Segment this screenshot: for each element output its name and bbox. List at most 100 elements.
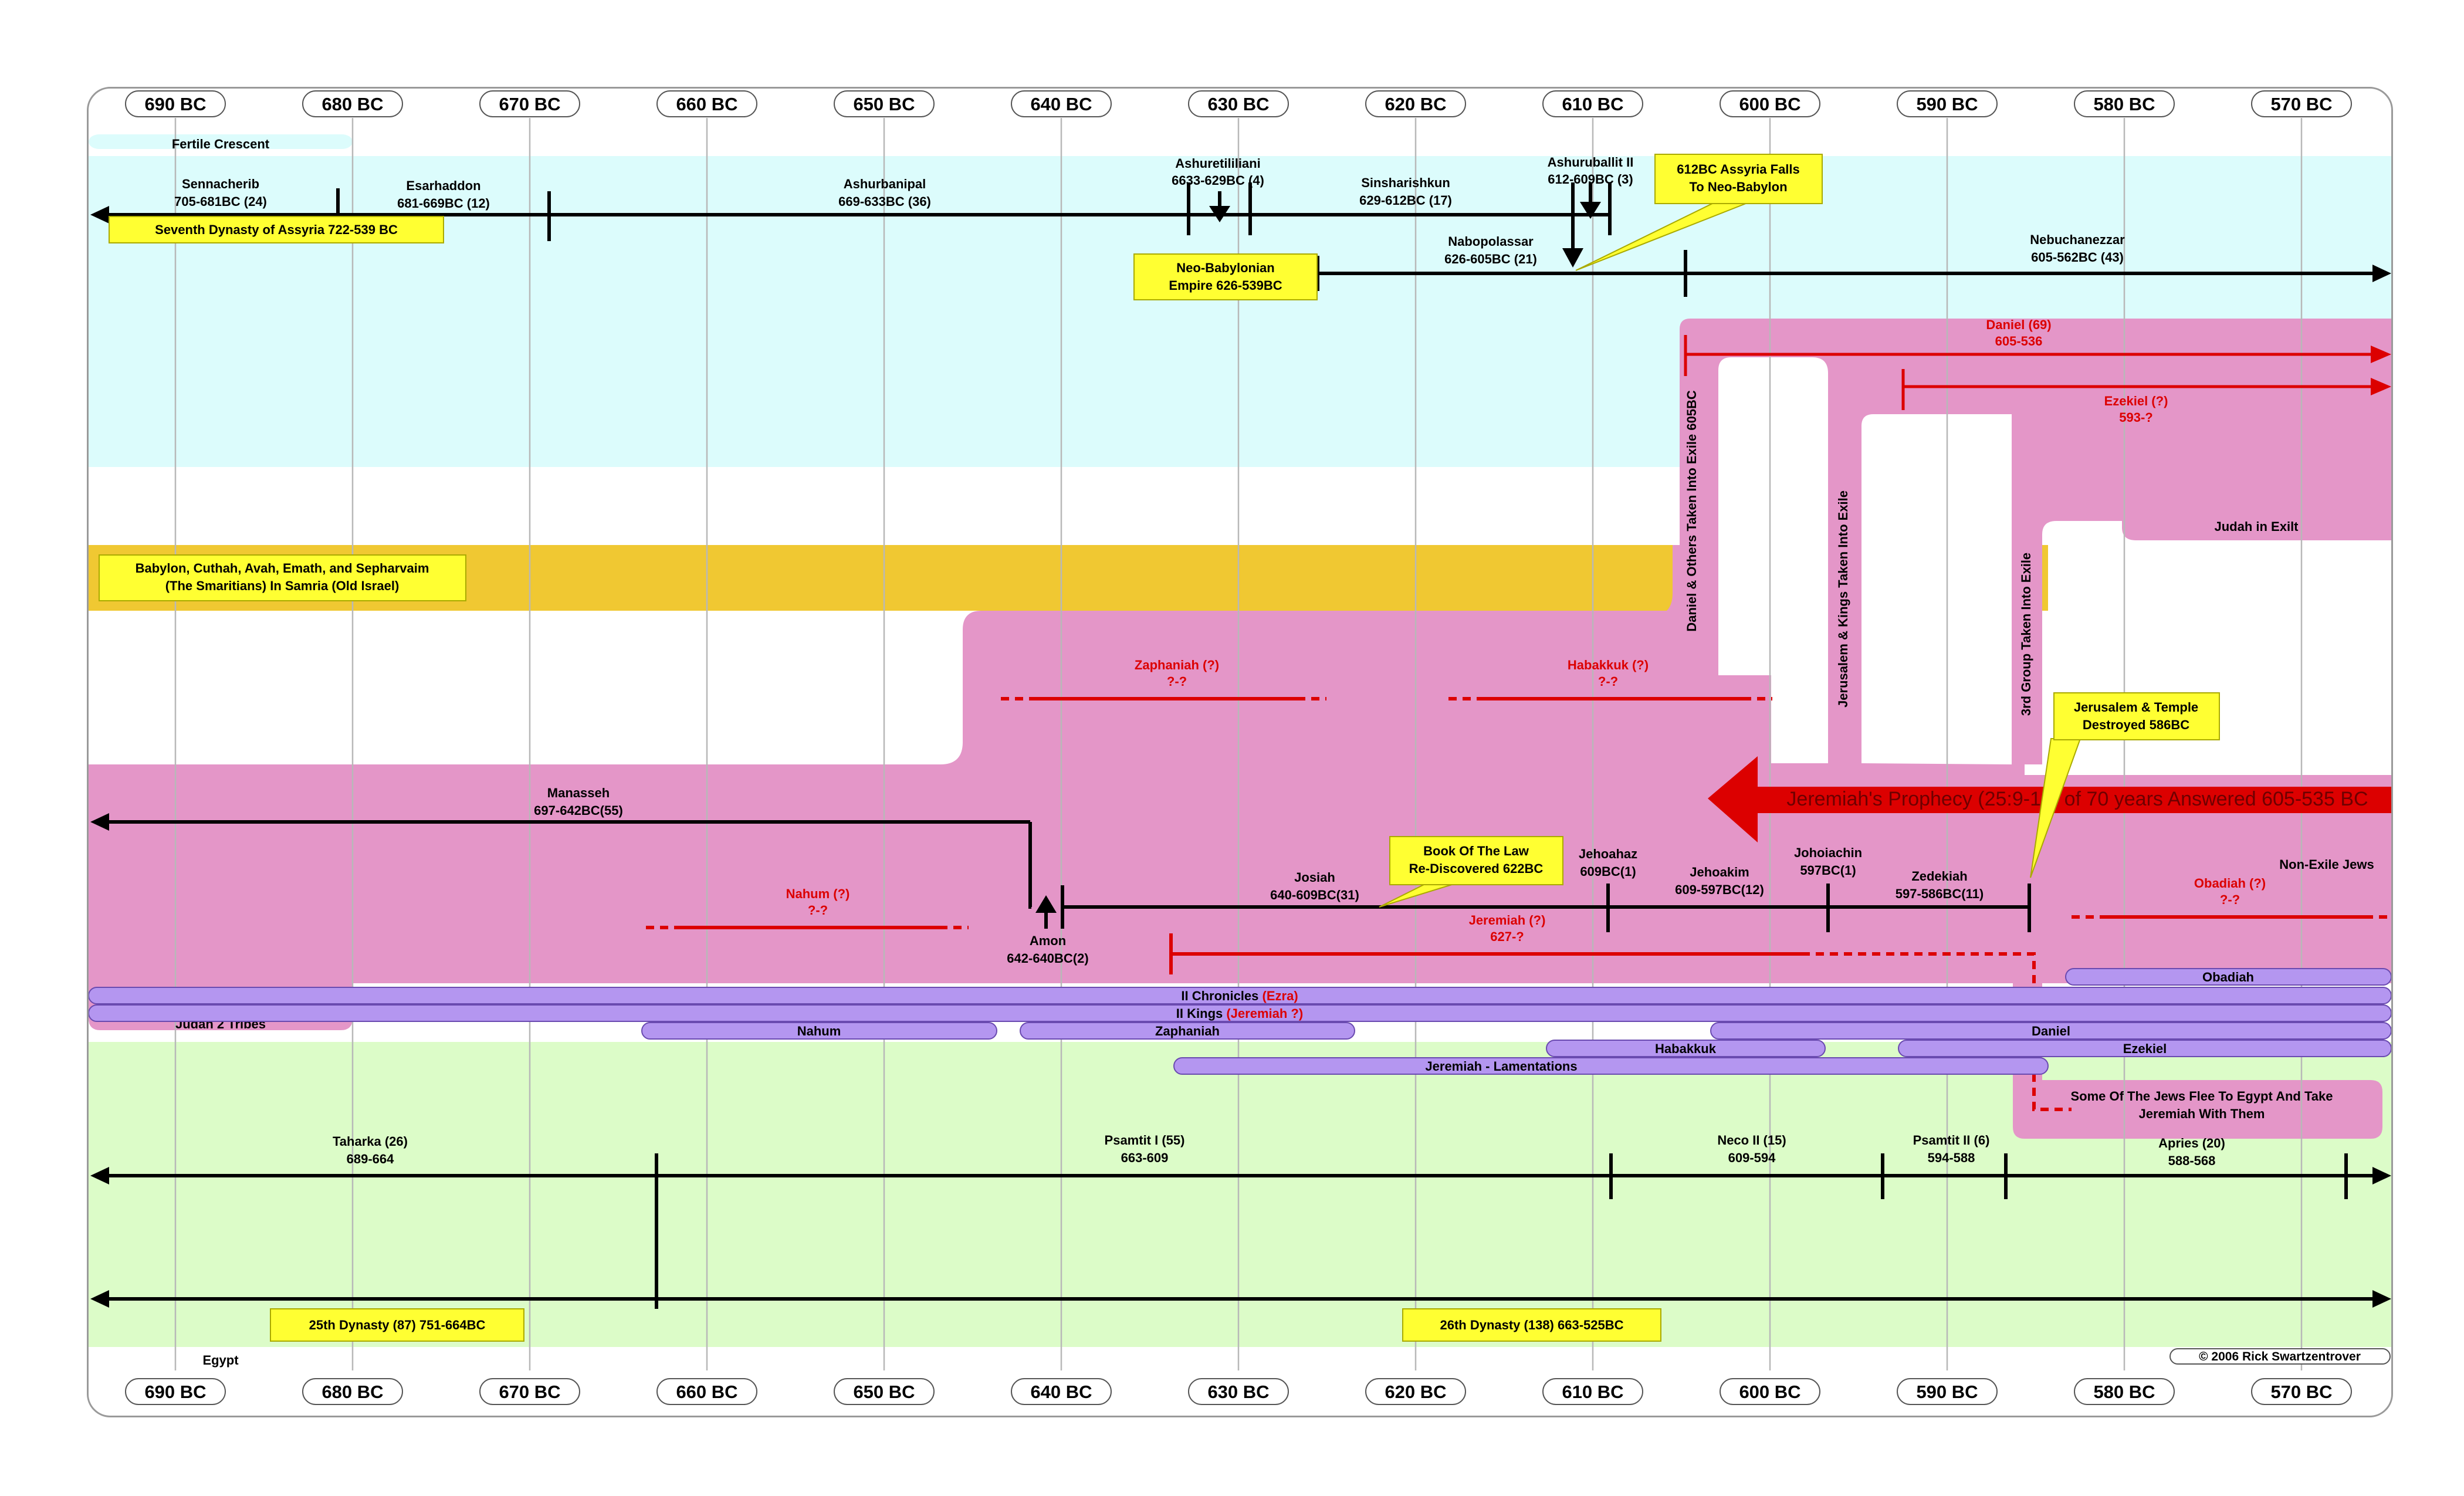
dynasty25-label: 25th Dynasty (87) 751-664BC xyxy=(309,1318,486,1332)
king-nabopolassar-dates: 626-605BC (21) xyxy=(1444,252,1537,266)
king-zedekiah-name: Zedekiah xyxy=(1911,869,1967,884)
year-pill-shape xyxy=(1542,1378,1643,1405)
king-jehoakim-dates: 609-597BC(12) xyxy=(1675,882,1764,897)
prophet-obadiah-dates: ?-? xyxy=(2220,892,2240,907)
year-label: 570 BC xyxy=(2270,1382,2332,1402)
pharaoh-taharka-name: Taharka (26) xyxy=(333,1134,408,1149)
copyright-label: © 2006 Rick Swartzentrover xyxy=(2199,1350,2361,1363)
babylon-arrowhead xyxy=(2372,265,2391,282)
year-label: 660 BC xyxy=(676,1382,737,1402)
pharaoh-psamtit2-name: Psamtit II (6) xyxy=(1913,1133,1990,1148)
book-kings-author: (Jeremiah ?) xyxy=(1226,1006,1303,1021)
pharaoh-neco2-name: Neco II (15) xyxy=(1717,1133,1786,1148)
jerusalem-callout-line2: Destroyed 586BC xyxy=(2083,717,2189,732)
year-pill-bottom: 690 BC xyxy=(125,1378,226,1405)
judah-kings-line xyxy=(103,820,2031,932)
prophet-obadiah-name: Obadiah (?) xyxy=(2194,876,2266,891)
year-pill-shape xyxy=(1720,1378,1820,1405)
region-label-non-exile: Non-Exile Jews xyxy=(2279,857,2374,872)
year-pill-shape xyxy=(1011,90,1112,117)
flee-note-line1: Some Of The Jews Flee To Egypt And Take xyxy=(2070,1089,2333,1104)
daniel-exile-line xyxy=(1684,335,2374,376)
book-habakkuk: Habakkuk xyxy=(1655,1041,1717,1056)
year-pill-shape xyxy=(1542,90,1643,117)
region-label-fertile-crescent: Fertile Crescent xyxy=(172,137,270,151)
year-pill-shape xyxy=(1365,1378,1466,1405)
pharaoh-taharka-dates: 689-664 xyxy=(347,1152,395,1166)
prophet-zaphaniah-name: Zaphaniah (?) xyxy=(1135,658,1219,672)
year-label: 680 BC xyxy=(321,1382,383,1402)
king-manasseh-name: Manasseh xyxy=(547,786,610,800)
year-pill-bottom: 630 BC xyxy=(1188,1378,1289,1405)
year-label: 610 BC xyxy=(1562,1382,1623,1402)
egypt-pharaoh-line xyxy=(103,1153,2377,1309)
year-label: 690 BC xyxy=(144,1382,206,1402)
year-pill-bottom: 580 BC xyxy=(2074,1378,2175,1405)
ezekiel-exile-name: Ezekiel (?) xyxy=(2104,394,2168,408)
exile-wave3-label: 3rd Group Taken Into Exile xyxy=(2019,553,2033,716)
ezekiel-exile-line xyxy=(1901,369,2374,410)
king-sennacherib-dates: 705-681BC (24) xyxy=(174,194,267,209)
daniel-exile-dates: 605-536 xyxy=(1995,334,2043,348)
king-josiah-name: Josiah xyxy=(1294,870,1335,885)
daniel-exile-arrowhead xyxy=(2371,346,2391,363)
prophet-lines xyxy=(646,697,2391,1111)
assyria-falls-callout xyxy=(1654,154,1823,204)
king-sinsharishkun-dates: 629-612BC (17) xyxy=(1359,193,1452,208)
year-label: 590 BC xyxy=(1916,1382,1978,1402)
year-pill-bottom: 620 BC xyxy=(1365,1378,1466,1405)
jerusalem-callout xyxy=(2053,692,2220,740)
pharaoh-neco2-dates: 609-594 xyxy=(1728,1150,1776,1165)
king-johoiachin-name: Johoiachin xyxy=(1794,845,1862,860)
exile-wave2-label: Jerusalem & Kings Taken Into Exile xyxy=(1836,490,1850,708)
king-esarhaddon-dates: 681-669BC (12) xyxy=(397,196,490,211)
year-pill-shape xyxy=(302,90,403,117)
year-label: 630 BC xyxy=(1207,94,1269,114)
year-label: 610 BC xyxy=(1562,94,1623,114)
dynasty25-box xyxy=(270,1308,524,1342)
dynasty-left-arrowhead xyxy=(90,1290,109,1308)
year-pill-shape xyxy=(656,90,757,117)
flee-to-egypt-region xyxy=(2013,983,2382,1139)
king-jehoahaz-dates: 609BC(1) xyxy=(1580,864,1636,879)
year-label: 590 BC xyxy=(1916,94,1978,114)
year-pill-shape xyxy=(125,1378,226,1405)
book-ezekiel: Ezekiel xyxy=(2123,1041,2167,1056)
year-label: 660 BC xyxy=(676,94,737,114)
king-josiah-dates: 640-609BC(31) xyxy=(1270,888,1359,902)
pharaoh-apries-name: Apries (20) xyxy=(2158,1136,2225,1150)
year-label: 670 BC xyxy=(499,94,560,114)
law-callout-line2: Re-Discovered 622BC xyxy=(1409,861,1544,876)
year-label: 640 BC xyxy=(1030,94,1092,114)
book-jeremiah-lamentations: Jeremiah - Lamentations xyxy=(1425,1059,1577,1074)
year-pill-top: 590 BC xyxy=(1897,90,1998,117)
prophet-habakkuk-name: Habakkuk (?) xyxy=(1568,658,1649,672)
king-nabopolassar-name: Nabopolassar xyxy=(1448,234,1534,249)
manasseh-arrowhead xyxy=(90,813,109,831)
king-sinsharishkun-name: Sinsharishkun xyxy=(1361,175,1450,190)
amon-arrow xyxy=(1035,895,1057,913)
king-sennacherib-name: Sennacherib xyxy=(182,177,259,191)
year-pill-top: 670 BC xyxy=(479,90,580,117)
king-ashuruballit-name: Ashuruballit II xyxy=(1548,155,1634,170)
book-chronicles-title: II Chronicles xyxy=(1181,989,1262,1003)
daniel-exile-name: Daniel (69) xyxy=(1986,317,2051,332)
year-pill-shape xyxy=(1011,1378,1112,1405)
ezekiel-exile-dates: 593-? xyxy=(2119,410,2152,425)
year-pill-top: 630 BC xyxy=(1188,90,1289,117)
book-daniel: Daniel xyxy=(2032,1024,2070,1038)
king-esarhaddon-name: Esarhaddon xyxy=(406,178,480,193)
king-ashurbanipal-dates: 669-633BC (36) xyxy=(838,194,931,209)
prophet-jeremiah-name: Jeremiah (?) xyxy=(1469,913,1546,928)
year-pill-bottom: 610 BC xyxy=(1542,1378,1643,1405)
year-pill-top: 580 BC xyxy=(2074,90,2175,117)
year-pill-shape xyxy=(1897,90,1998,117)
babylon-empire-line2: Empire 626-539BC xyxy=(1169,278,1282,293)
jerusalem-callout-line1: Jerusalem & Temple xyxy=(2074,700,2198,715)
king-nebuchanezzar-name: Nebuchanezzar xyxy=(2030,232,2125,247)
samaria-band-notch xyxy=(1667,545,1680,611)
samaria-note-line1: Babylon, Cuthah, Avah, Emath, and Sephar… xyxy=(136,561,429,576)
ezekiel-exile-arrowhead xyxy=(2371,378,2391,395)
